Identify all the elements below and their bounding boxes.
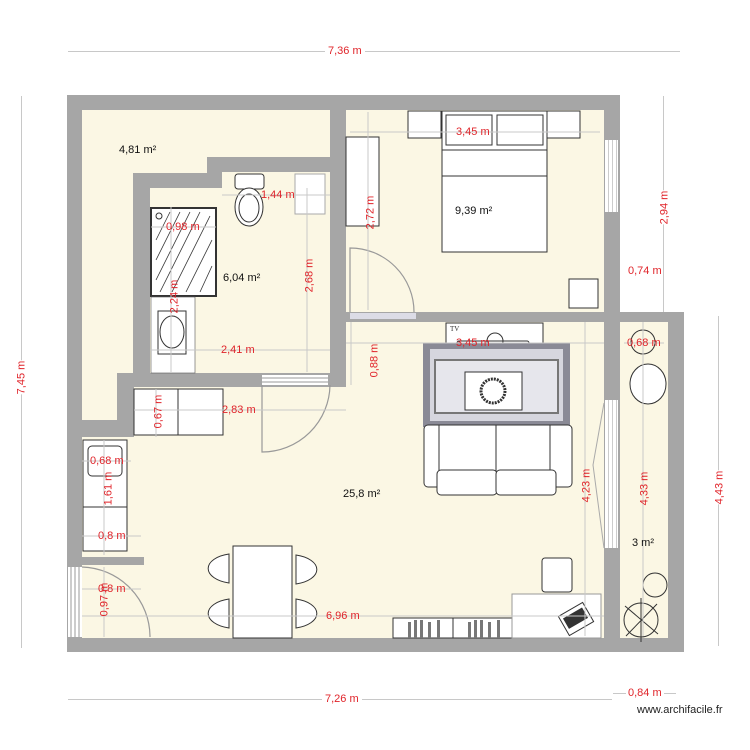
room-area-bedroom: 9,39 m² [455,205,493,217]
wall-bath-top [207,157,330,172]
dim-bath-width: 2,41 m [221,344,255,356]
wall-bath-step-v [207,157,222,187]
dim-living-width: 3,45 m [456,337,490,349]
wall-balcony-top [604,312,684,322]
dim-passage: 0,88 m [368,343,381,378]
dim-bath-height-right: 2,68 m [303,258,316,293]
wall-balcony-right [668,312,684,652]
wall-bedroom-bottom [346,312,604,322]
dim-right-offset: 0,74 m [628,265,662,277]
dim-entry-width: 0,8 m [98,583,126,595]
dim-living-length: 6,96 m [326,610,360,622]
room-area-balcony: 3 m² [632,537,654,549]
room-area-bathroom: 6,04 m² [223,272,261,284]
bathroom-door-frame[interactable] [262,375,328,385]
wall-bottom [67,638,620,652]
dim-corridor-width: 2,83 m [222,404,256,416]
wall-left [67,95,82,650]
tv-label: TV [450,325,460,333]
watermark: www.archifacile.fr [637,704,723,716]
room-area-living: 25,8 m² [343,488,381,500]
wall-kitchen-top [67,420,134,437]
dim-entry-height: 0,97 m [98,582,111,617]
dim-cabinet-depth: 0,67 m [152,394,165,429]
wall-entry-top [67,557,144,565]
dim-balcony-height: 4,33 m [638,471,651,506]
dim-bottom-balcony: 0,84 m [626,687,664,699]
living-window[interactable] [605,400,618,548]
dim-bath-height-left: 2,24 m [168,279,181,314]
dim-line-top [68,51,680,52]
dim-living-height: 4,23 m [580,468,593,503]
dim-bottom-total: 7,26 m [322,694,362,705]
dim-bedroom-height: 2,72 m [364,195,377,230]
dim-wc-width: 1,44 m [261,189,295,201]
dim-balcony-width: 0,68 m [627,337,661,349]
dim-shower-width: 0,98 m [166,221,200,233]
dim-kitchen-sink-len: 1,61 m [102,471,115,506]
bedroom-door-frame[interactable] [350,313,416,319]
bedroom-window[interactable] [605,140,618,212]
dim-kitchen-cab: 0,8 m [98,530,126,542]
wall-bath-left [133,173,150,373]
dim-top-total: 7,36 m [325,46,365,57]
dim-right-upper: 2,94 m [658,190,671,225]
wall-balcony-bottom [604,638,684,652]
wall-bedroom-left [330,95,346,387]
dim-right-lower: 4,43 m [713,470,726,505]
room-area-hall: 4,81 m² [119,144,157,156]
dim-left-total: 7,45 m [15,360,28,395]
dim-kitchen-depth: 0,68 m [90,455,124,467]
wall-bath-top-step [133,173,222,188]
dim-bedroom-width: 3,45 m [456,126,490,138]
entry-door-frame[interactable] [68,567,82,637]
